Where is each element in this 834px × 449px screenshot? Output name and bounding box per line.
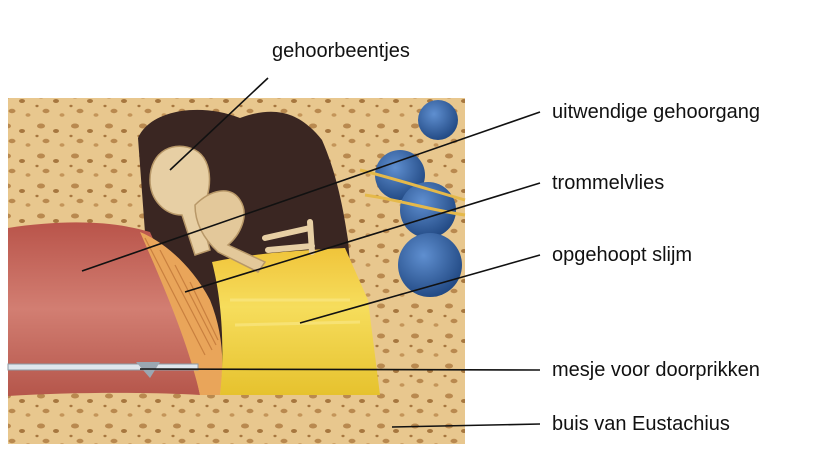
label-ossicles: gehoorbeentjes <box>272 41 410 61</box>
label-mucus: opgehoopt slijm <box>552 245 692 265</box>
label-knife: mesje voor doorprikken <box>552 360 760 380</box>
label-eustachian-tube: buis van Eustachius <box>552 414 730 434</box>
label-eardrum: trommelvlies <box>552 173 664 193</box>
label-ear-canal: uitwendige gehoorgang <box>552 102 760 122</box>
